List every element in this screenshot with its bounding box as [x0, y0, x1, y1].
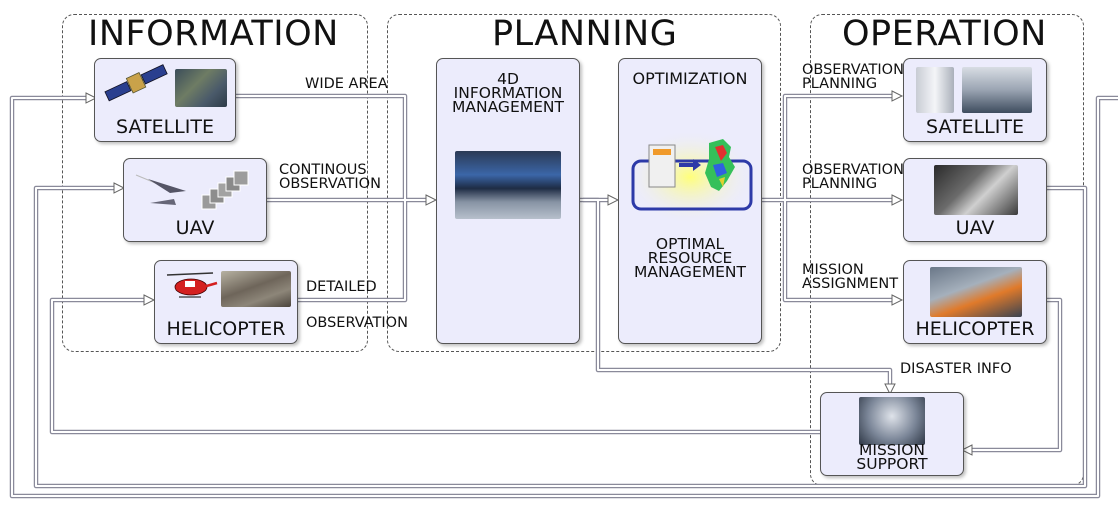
arrowhead: [891, 194, 904, 206]
arrowhead: [143, 294, 156, 306]
server-map-icon: [624, 133, 756, 225]
pilot-photo: [859, 397, 925, 445]
arrowhead: [113, 182, 126, 194]
arrowhead: [607, 194, 620, 206]
op-helicopter-box: HELICOPTER: [903, 260, 1047, 344]
op-uav-box: UAV: [903, 158, 1047, 242]
building-photo: [916, 67, 954, 113]
optimization-title: OPTIMIZATION: [632, 69, 748, 88]
uav-icon: [135, 170, 249, 210]
satellite-image-photo: [175, 69, 227, 107]
satellite-icon: [104, 64, 168, 102]
helicopter-icon: [166, 272, 218, 298]
helicopter-crew-photo: [930, 267, 1022, 317]
observation-label: OBSERVATION: [306, 315, 408, 331]
information-title: INFORMATION: [88, 14, 339, 54]
arrowhead: [425, 194, 438, 206]
op-satellite-label: SATELLITE: [926, 116, 1024, 138]
arrowhead: [891, 294, 904, 306]
info-uav-label: UAV: [175, 217, 215, 239]
wide-area-label: WIDE AREA: [305, 76, 388, 92]
info-satellite-box: SATELLITE: [94, 58, 236, 142]
detailed-label: DETAILED: [306, 279, 377, 295]
info-helicopter-label: HELICOPTER: [166, 318, 286, 340]
info-management-box: 4D INFORMATION MANAGEMENT: [436, 58, 580, 344]
disaster-site-photo: [221, 271, 291, 307]
information-group: [62, 14, 368, 352]
op-satellite-box: SATELLITE: [903, 58, 1047, 142]
op-uav-label: UAV: [955, 217, 995, 239]
disaster-info-label: DISASTER INFO: [900, 361, 1012, 377]
operations-room-photo: [962, 67, 1032, 113]
planning-group: [387, 14, 781, 352]
op-helicopter-label: HELICOPTER: [915, 318, 1035, 340]
optimal-resource-label: OPTIMAL RESOURCE MANAGEMENT: [634, 235, 746, 281]
optimization-box: OPTIMIZATION OPTIMAL RESOURCE MANAGEMENT: [618, 58, 762, 344]
planning-title: PLANNING: [492, 14, 678, 54]
info-management-title: 4D INFORMATION MANAGEMENT: [452, 70, 564, 116]
mission-support-box: MISSION SUPPORT: [820, 392, 964, 476]
operation-title: OPERATION: [842, 14, 1047, 54]
mission-support-label: MISSION SUPPORT: [856, 441, 928, 473]
control-room-photo: [455, 151, 561, 219]
arrowhead: [891, 90, 904, 102]
info-uav-box: UAV: [123, 158, 267, 242]
info-satellite-label: SATELLITE: [116, 116, 214, 138]
info-helicopter-box: HELICOPTER: [154, 260, 298, 344]
uav-control-photo: [934, 165, 1018, 215]
arrowhead: [960, 444, 973, 456]
arrowhead: [884, 383, 896, 396]
arrowhead: [85, 92, 98, 104]
